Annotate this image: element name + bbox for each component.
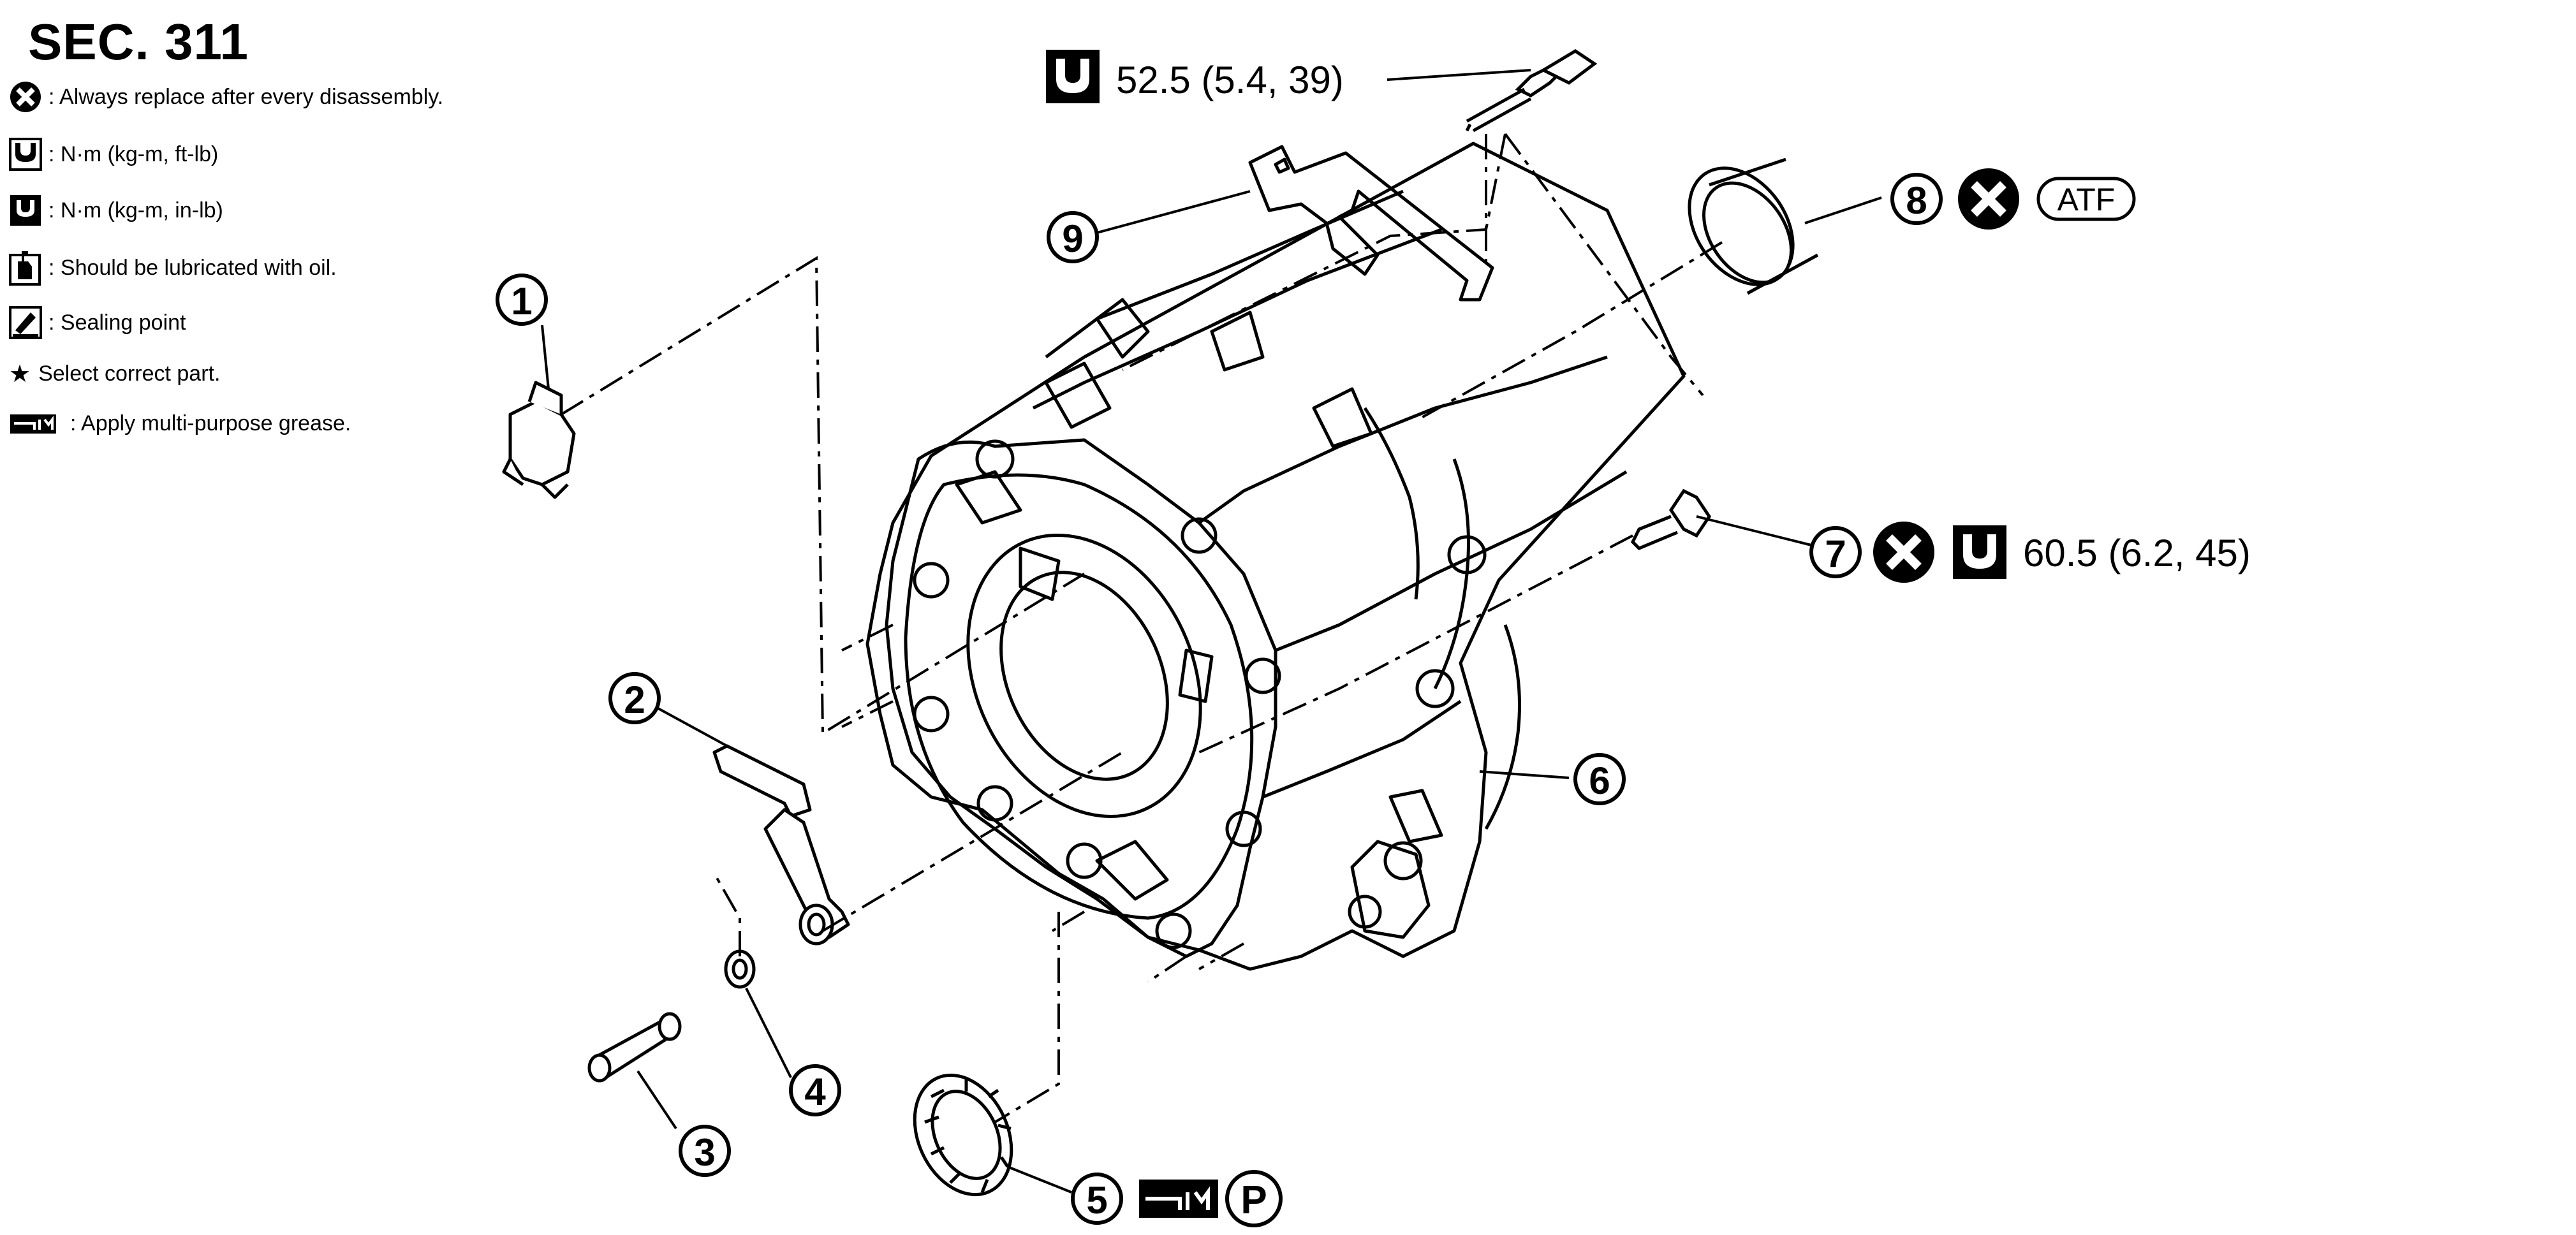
atf-badge: [2036, 177, 2136, 221]
callout-1: 1: [496, 274, 548, 326]
legend-item-torque-ft-lb: : N·m (kg-m, ft-lb): [9, 135, 218, 173]
callout-3: 3: [679, 1125, 731, 1177]
bracket: [1248, 145, 1494, 302]
atf-label: ATF: [2057, 182, 2116, 217]
section-title: SEC. 311: [28, 13, 249, 70]
torque-value: 52.5 (5.4, 39): [1116, 59, 1344, 101]
callout-number: 7: [1825, 532, 1846, 575]
callout-2: 2: [608, 672, 661, 724]
torque-spec-top: 52.5 (5.4, 39): [1046, 50, 1344, 103]
callout-number: 2: [624, 678, 645, 721]
torque-wrench-small-icon: [10, 195, 41, 226]
pin: [587, 1012, 682, 1083]
oil-seal: [1688, 157, 1819, 295]
legend-text: : Apply multi-purpose grease.: [70, 411, 351, 435]
legend-item-select-part: ★ Select correct part.: [9, 354, 220, 393]
bolt-top: [1465, 49, 1598, 133]
star-icon: ★: [9, 360, 31, 388]
legend-text: : N·m (kg-m, ft-lb): [48, 142, 219, 166]
callout-number: 6: [1589, 759, 1610, 802]
torque-value: 60.5 (6.2, 45): [2023, 532, 2251, 574]
torque-wrench-icon: [1953, 525, 2006, 579]
legend-item-grease: : Apply multi-purpose grease.: [9, 404, 351, 442]
torque-spec-side: 60.5 (6.2, 45): [1873, 522, 2251, 583]
torque-wrench-icon: [9, 138, 42, 171]
callout-8: 8: [1890, 173, 1943, 225]
lever: [712, 744, 850, 946]
center-lines: [560, 133, 1723, 1123]
seal-spec: ATF: [1958, 168, 2136, 230]
oil-can-icon: [9, 251, 41, 286]
callout-number: 3: [694, 1131, 715, 1174]
callout-7: 7: [1809, 526, 1862, 578]
legend-text: : N·m (kg-m, in-lb): [48, 198, 223, 223]
legend-text: : Always replace after every disassembly…: [48, 84, 444, 109]
leader-lines: [541, 69, 1882, 1194]
legend-item-oil: : Should be lubricated with oil.: [9, 249, 337, 287]
callout-number: 1: [511, 280, 532, 323]
washer-spec: P: [1139, 1170, 1283, 1227]
legend-text: Select correct part.: [38, 361, 221, 386]
bolt-side: [1630, 488, 1712, 550]
legend-text: : Should be lubricated with oil.: [48, 255, 337, 280]
callout-number: 4: [804, 1071, 826, 1113]
callout-number: 8: [1906, 179, 1927, 222]
grease-icon: [10, 414, 56, 434]
retaining-ring: [724, 949, 756, 989]
legend-item-sealing: : Sealing point: [9, 303, 186, 342]
grease-type-badge: [1225, 1170, 1283, 1227]
transmission-case: [865, 142, 1686, 971]
legend-item-torque-in-lb: : N·m (kg-m, in-lb): [9, 191, 223, 230]
thrust-washer: [913, 1073, 1013, 1197]
grease-type-label: P: [1240, 1178, 1267, 1222]
callout-number: 5: [1086, 1179, 1107, 1222]
replace-x-icon: [10, 82, 41, 112]
callout-5: 5: [1071, 1173, 1123, 1225]
legend-text: : Sealing point: [48, 310, 186, 335]
clamp: [502, 381, 576, 499]
sealing-point-icon: [9, 306, 42, 339]
callout-9: 9: [1047, 211, 1099, 263]
callout-number: 9: [1062, 217, 1083, 260]
callout-4: 4: [789, 1064, 841, 1116]
torque-wrench-icon: [1046, 50, 1100, 103]
callout-6: 6: [1573, 753, 1626, 805]
legend-item-replace: : Always replace after every disassembly…: [9, 78, 443, 116]
